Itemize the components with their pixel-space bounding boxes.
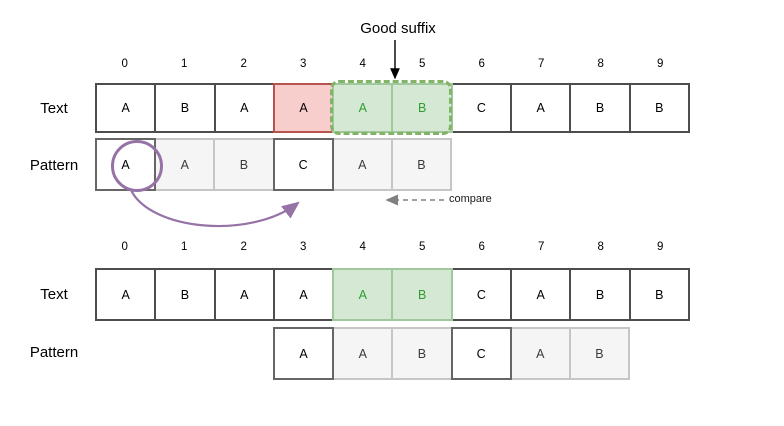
text-cell: B: [154, 268, 216, 321]
index-label: 4: [359, 241, 366, 253]
text-cell: A: [272, 268, 335, 321]
shift-arrow: [130, 189, 300, 228]
text-cell: A: [95, 83, 157, 133]
index-label: 4: [359, 58, 366, 70]
pattern-cell: A: [273, 327, 335, 380]
pattern-cell: C: [450, 327, 512, 380]
bottom-pattern-row-label: Pattern: [29, 344, 79, 361]
top-index-row: 0 1 2 3 4 5 6 7 8 9: [95, 56, 690, 72]
top-pattern-row-label: Pattern: [29, 157, 79, 174]
text-cell: A: [213, 83, 275, 133]
pattern-cell: A: [331, 138, 393, 191]
pattern-cell: A: [332, 327, 394, 380]
bottom-text-row-label: Text: [40, 286, 68, 303]
text-cell: B: [569, 268, 631, 321]
pattern-cell-circled: A: [95, 138, 157, 191]
text-cell: C: [450, 268, 513, 321]
index-label: 2: [240, 58, 247, 70]
index-label: 7: [538, 241, 545, 253]
index-label: 5: [419, 241, 426, 253]
index-label: 0: [121, 241, 128, 253]
index-label: 8: [597, 58, 604, 70]
bottom-pattern-row: A A B C A B: [273, 327, 631, 380]
text-cell: B: [569, 83, 631, 133]
pattern-cell: A: [509, 327, 571, 380]
good-suffix-title: Good suffix: [360, 20, 436, 37]
text-cell: A: [213, 268, 275, 321]
index-label: 1: [181, 58, 188, 70]
index-label: 6: [478, 241, 485, 253]
text-cell: B: [154, 83, 216, 133]
index-label: 9: [657, 58, 664, 70]
text-cell-good-suffix: B: [391, 268, 453, 321]
index-label: 6: [478, 58, 485, 70]
bottom-index-row: 0 1 2 3 4 5 6 7 8 9: [95, 239, 690, 255]
index-label: 3: [300, 241, 307, 253]
pattern-cell: B: [390, 138, 453, 191]
text-cell-mismatch: A: [272, 83, 335, 133]
index-label: 1: [181, 241, 188, 253]
top-text-row: A B A A A B C A B B: [95, 83, 690, 133]
text-cell-good-suffix: B: [391, 83, 453, 133]
index-label: 2: [240, 241, 247, 253]
index-label: 0: [121, 58, 128, 70]
top-pattern-row: A A B C A B: [95, 138, 453, 191]
index-label: 8: [597, 241, 604, 253]
text-cell-good-suffix: A: [332, 83, 394, 133]
pattern-cell: C: [272, 138, 334, 191]
index-label: 7: [538, 58, 545, 70]
index-label: 5: [419, 58, 426, 70]
compare-label: compare: [449, 193, 492, 205]
text-cell-good-suffix: A: [332, 268, 394, 321]
bottom-text-row: A B A A A B C A B B: [95, 268, 690, 321]
pattern-cell: B: [391, 327, 453, 380]
index-label: 9: [657, 241, 664, 253]
text-cell: B: [628, 83, 690, 133]
text-cell: A: [510, 83, 572, 133]
text-cell: A: [510, 268, 572, 321]
good-suffix-dashed-outline: [330, 80, 452, 135]
top-text-row-label: Text: [40, 100, 68, 117]
text-cell: C: [450, 83, 513, 133]
pattern-cell: B: [213, 138, 275, 191]
pattern-cell: B: [568, 327, 631, 380]
index-label: 3: [300, 58, 307, 70]
text-cell: A: [95, 268, 157, 321]
pattern-cell: A: [154, 138, 216, 191]
text-cell: B: [628, 268, 690, 321]
